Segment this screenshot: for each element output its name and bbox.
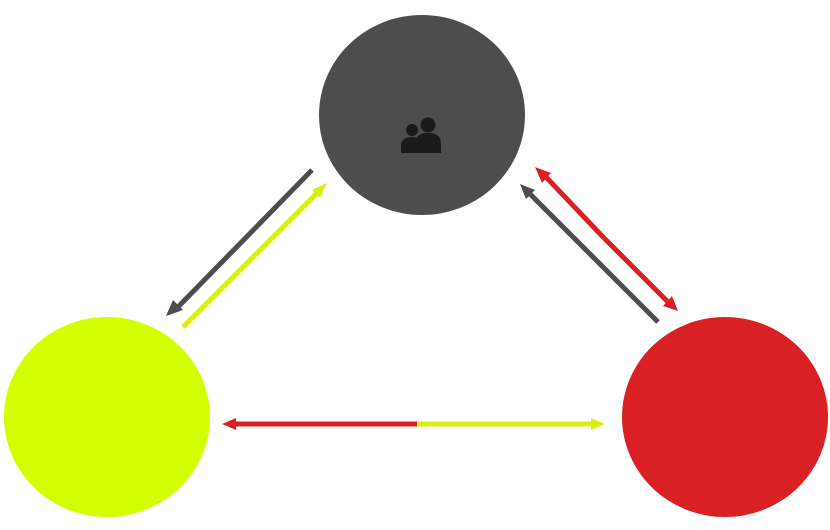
arrow-center-to-right <box>417 418 605 430</box>
node-left <box>4 317 210 517</box>
node-right <box>622 317 828 517</box>
arrow-top-to-right <box>602 236 678 311</box>
arrow-left-to-top <box>181 183 327 329</box>
arrow-top-to-left <box>166 168 314 316</box>
node-top <box>319 15 525 215</box>
arrow-right-to-top-outer <box>535 167 606 240</box>
arrow-center-to-left <box>222 418 417 430</box>
arrow-right-to-top-inner <box>520 184 660 324</box>
people-icon <box>401 117 441 153</box>
